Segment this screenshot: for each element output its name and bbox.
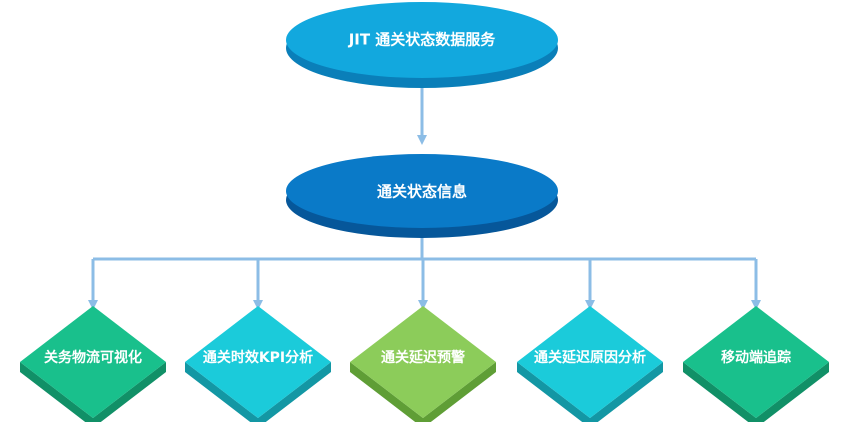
leaf-node-4: 通关延迟原因分析	[517, 306, 663, 422]
top-node-face	[286, 2, 558, 78]
leaf-node-4-label: 通关延迟原因分析	[534, 349, 646, 366]
middle-node-label: 通关状态信息	[377, 183, 467, 201]
middle-node: 通关状态信息	[286, 154, 558, 238]
leaf-node-3-side	[350, 362, 496, 422]
leaf-node-3-face	[350, 306, 496, 418]
leaf-node-2-side	[185, 362, 331, 422]
leaf-node-1-label: 关务物流可视化	[44, 349, 142, 366]
connectors	[88, 88, 761, 310]
top-node-label: JIT 通关状态数据服务	[348, 31, 497, 49]
leaf-node-1-side	[20, 362, 166, 422]
leaf-node-2: 通关时效KPI分析	[185, 306, 331, 422]
leaf-node-1-face	[20, 306, 166, 418]
leaf-node-5-side	[683, 362, 829, 422]
leaf-node-3: 通关延迟预警	[350, 306, 496, 422]
leaf-node-3-label: 通关延迟预警	[381, 349, 465, 366]
leaf-node-5-face	[683, 306, 829, 418]
leaf-node-1: 关务物流可视化	[20, 306, 166, 422]
top-node: JIT 通关状态数据服务	[286, 2, 558, 88]
leaf-node-2-face	[185, 306, 331, 418]
leaf-node-5: 移动端追踪	[683, 306, 829, 422]
leaf-node-2-label: 通关时效KPI分析	[203, 349, 313, 366]
leaf-node-4-face	[517, 306, 663, 418]
leaf-node-4-side	[517, 362, 663, 422]
middle-node-face	[286, 154, 558, 228]
leaf-node-5-label: 移动端追踪	[721, 349, 791, 366]
